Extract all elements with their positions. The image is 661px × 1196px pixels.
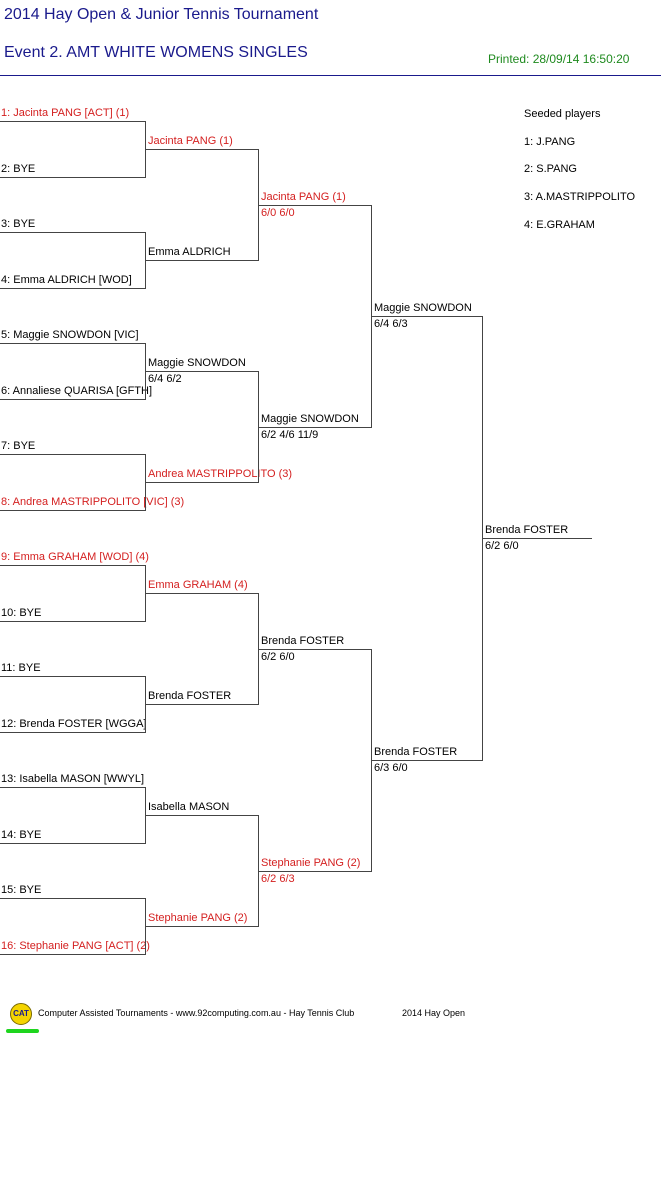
match-score: 6/0 6/0 <box>261 207 295 219</box>
match-score: 6/2 6/3 <box>261 873 295 885</box>
match-winner: Maggie SNOWDON <box>148 357 246 369</box>
round1-line <box>0 732 146 733</box>
round1-connector <box>145 343 146 400</box>
round1-line <box>0 121 146 122</box>
match-score: 6/2 4/6 11/9 <box>261 429 319 441</box>
round2-line <box>146 593 259 594</box>
match-winner: Jacinta PANG (1) <box>148 135 233 147</box>
round1-line <box>0 288 146 289</box>
round1-line <box>0 954 146 955</box>
seed-item: 1: J.PANG <box>524 136 576 148</box>
match-winner: Emma ALDRICH <box>148 246 231 258</box>
printed-timestamp: Printed: 28/09/14 16:50:20 <box>488 52 630 66</box>
match-winner: Maggie SNOWDON <box>374 302 472 314</box>
player-entry: 1: Jacinta PANG [ACT] (1) <box>1 107 130 119</box>
round1-line <box>0 676 146 677</box>
logo-underline <box>6 1029 39 1033</box>
final-line <box>483 538 592 539</box>
player-entry: 11: BYE <box>1 662 41 674</box>
player-entry: 3: BYE <box>1 218 36 230</box>
seed-item: 4: E.GRAHAM <box>524 219 595 231</box>
quarterfinals-connector <box>371 649 372 872</box>
round1-connector <box>145 454 146 511</box>
player-entry: 12: Brenda FOSTER [WGGA] <box>1 718 147 730</box>
round2-line <box>146 815 259 816</box>
round2-connector <box>258 371 259 483</box>
match-winner: Brenda FOSTER <box>148 690 232 702</box>
round2-line <box>146 482 259 483</box>
match-winner: Brenda FOSTER <box>374 746 458 758</box>
player-entry: 14: BYE <box>1 829 42 841</box>
match-score: 6/3 6/0 <box>374 762 408 774</box>
round1-line <box>0 787 146 788</box>
round1-line <box>0 232 146 233</box>
round2-line <box>146 371 259 372</box>
match-score: 6/4 6/3 <box>374 318 408 330</box>
match-score: 6/4 6/2 <box>148 373 182 385</box>
match-winner: Jacinta PANG (1) <box>261 191 346 203</box>
round2-connector <box>258 815 259 927</box>
round1-line <box>0 177 146 178</box>
match-winner: Brenda FOSTER <box>261 635 345 647</box>
tournament-title: 2014 Hay Open & Junior Tennis Tournament <box>4 6 319 23</box>
cat-logo: CAT <box>10 1003 32 1025</box>
header-divider <box>0 75 661 76</box>
seed-item: 3: A.MASTRIPPOLITO <box>524 191 636 203</box>
footer-credit: Computer Assisted Tournaments - www.92co… <box>38 1008 355 1018</box>
semifinals-line <box>372 316 483 317</box>
round1-line <box>0 898 146 899</box>
match-winner: Stephanie PANG (2) <box>148 912 248 924</box>
match-winner: Andrea MASTRIPPOLITO (3) <box>148 468 293 480</box>
player-entry: 15: BYE <box>1 884 42 896</box>
quarterfinals-line <box>259 427 372 428</box>
player-entry: 6: Annaliese QUARISA [GFTH] <box>1 385 153 397</box>
footer-event: 2014 Hay Open <box>402 1008 466 1018</box>
player-entry: 8: Andrea MASTRIPPOLITO [VIC] (3) <box>1 496 185 508</box>
match-score: 6/2 6/0 <box>261 651 295 663</box>
round1-line <box>0 399 146 400</box>
match-winner: Stephanie PANG (2) <box>261 857 361 869</box>
quarterfinals-connector <box>371 205 372 428</box>
player-entry: 16: Stephanie PANG [ACT] (2) <box>1 940 150 952</box>
player-entry: 10: BYE <box>1 607 42 619</box>
round1-connector <box>145 898 146 955</box>
round1-line <box>0 510 146 511</box>
player-entry: 7: BYE <box>1 440 36 452</box>
player-entry: 13: Isabella MASON [WWYL] <box>1 773 145 785</box>
quarterfinals-line <box>259 871 372 872</box>
round2-line <box>146 260 259 261</box>
quarterfinals-line <box>259 205 372 206</box>
match-winner: Emma GRAHAM (4) <box>148 579 248 591</box>
quarterfinals-line <box>259 649 372 650</box>
round1-connector <box>145 232 146 289</box>
seed-item: 2: S.PANG <box>524 163 577 175</box>
round2-line <box>146 926 259 927</box>
round1-line <box>0 843 146 844</box>
round1-line <box>0 343 146 344</box>
match-winner: Brenda FOSTER <box>485 524 569 536</box>
match-winner: Maggie SNOWDON <box>261 413 359 425</box>
player-entry: 5: Maggie SNOWDON [VIC] <box>1 329 139 341</box>
player-entry: 4: Emma ALDRICH [WOD] <box>1 274 132 286</box>
player-entry: 2: BYE <box>1 163 36 175</box>
round2-line <box>146 149 259 150</box>
player-entry: 9: Emma GRAHAM [WOD] (4) <box>1 551 149 563</box>
round1-line <box>0 621 146 622</box>
match-score: 6/2 6/0 <box>485 540 519 552</box>
round2-line <box>146 704 259 705</box>
event-title: Event 2. AMT WHITE WOMENS SINGLES <box>4 44 308 61</box>
round1-line <box>0 565 146 566</box>
round1-connector <box>145 787 146 844</box>
match-winner: Isabella MASON <box>148 801 230 813</box>
round1-line <box>0 454 146 455</box>
semifinals-line <box>372 760 483 761</box>
round1-connector <box>145 676 146 733</box>
round1-connector <box>145 565 146 622</box>
round2-connector <box>258 149 259 261</box>
round1-connector <box>145 121 146 178</box>
round2-connector <box>258 593 259 705</box>
semifinals-connector <box>482 316 483 761</box>
seeded-players-heading: Seeded players <box>524 108 601 120</box>
